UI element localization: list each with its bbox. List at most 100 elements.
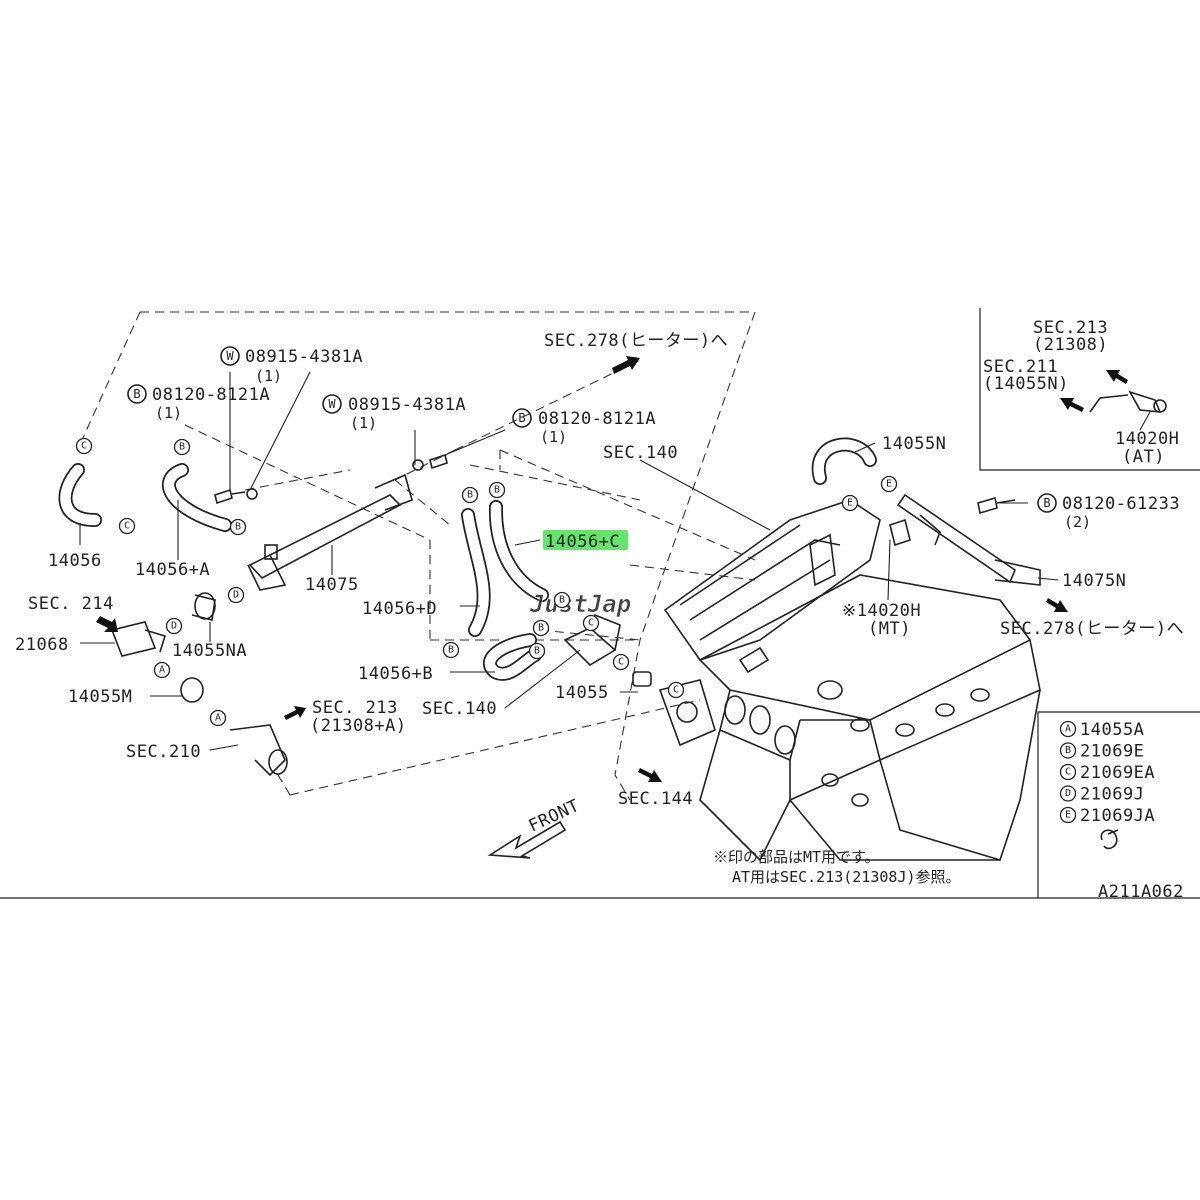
inset-sec211-sub: (14055N) xyxy=(983,374,1069,394)
label-sec213-a-sub: (21308+A) xyxy=(310,716,407,736)
clamp-marker-c: C xyxy=(667,681,685,699)
svg-text:C: C xyxy=(673,685,679,696)
letter-w-1: W xyxy=(226,349,234,363)
label-b-qty-1: (1) xyxy=(155,404,182,422)
labels: SEC.278(ヒーター)へ W 08915-4381A (1) B 08120… xyxy=(15,331,1184,902)
clamp-marker-b: B xyxy=(528,642,546,660)
label-14055: 14055 xyxy=(555,683,609,703)
clamp-marker-a: A xyxy=(209,709,227,727)
watermark: JustJap xyxy=(529,590,631,618)
diagram-id: A211A062 xyxy=(1098,882,1184,902)
svg-text:B: B xyxy=(179,442,185,453)
flow-arrows xyxy=(96,356,1128,859)
label-14055n: 14055N xyxy=(882,434,946,454)
label-w-qty-1: (1) xyxy=(255,367,282,385)
pipe-14075 xyxy=(247,473,413,591)
inset-drawing xyxy=(1089,390,1167,413)
legend-letter-d: D xyxy=(1059,785,1077,802)
inset-frame xyxy=(979,308,1200,471)
label-14075n: 14075N xyxy=(1062,571,1126,591)
highlight-14056-c xyxy=(543,530,628,550)
label-sec210: SEC.210 xyxy=(126,742,201,762)
clamp-marker-d: D xyxy=(227,586,245,604)
inset-labels: SEC.213 (21308) SEC.211 (14055N) 14020H … xyxy=(983,318,1179,467)
label-14055m: 14055M xyxy=(68,687,132,707)
label-sec144: SEC.144 xyxy=(618,789,693,809)
svg-text:E: E xyxy=(847,498,853,509)
arrow-inset-sec213 xyxy=(1106,370,1128,384)
pipe-14075n xyxy=(896,493,1041,586)
legend-letter-a: A xyxy=(1059,720,1077,738)
label-sec140-bottom: SEC.140 xyxy=(422,699,497,719)
label-w-bolt-2: 08915-4381A xyxy=(348,395,466,415)
letter-b-3: B xyxy=(1043,496,1050,510)
label-b-bolt-2: 08120-8121A xyxy=(538,409,656,429)
engine-block xyxy=(658,499,1041,862)
clamp-marker-b: B xyxy=(173,438,191,456)
label-front: FRONT xyxy=(526,796,583,837)
clamp-marker-c: C xyxy=(612,653,630,671)
label-w-qty-2: (1) xyxy=(350,414,377,432)
label-14056-d: 14056+D xyxy=(362,599,437,619)
label-14056-c: 14056+C xyxy=(545,532,620,552)
svg-text:C: C xyxy=(588,618,594,629)
clamp-marker-b: B xyxy=(532,619,550,637)
clamp-marker-b: B xyxy=(229,518,247,536)
hoses xyxy=(58,437,877,681)
label-14075: 14075 xyxy=(305,575,359,595)
label-sec213-a: SEC. 213 xyxy=(312,698,398,718)
label-14055na: 14055NA xyxy=(172,641,247,661)
inset-part-sub: (AT) xyxy=(1122,447,1165,467)
clamp-marker-b: B xyxy=(488,481,506,499)
legend-frame xyxy=(1037,711,1200,898)
label-sec278-top: SEC.278(ヒーター)へ xyxy=(544,331,728,351)
clamp-marker-c: C xyxy=(582,614,600,632)
svg-text:A: A xyxy=(215,713,221,724)
legend-part-e: 21069JA xyxy=(1080,806,1155,826)
circle-b-2 xyxy=(512,408,532,428)
circle-w-1 xyxy=(220,346,240,366)
clamp-marker-c: C xyxy=(118,517,136,535)
letter-b-2: B xyxy=(518,411,525,425)
legend-letter-c: C xyxy=(1059,763,1077,781)
label-mt: (MT) xyxy=(868,619,911,639)
letter-b-1: B xyxy=(133,387,140,401)
circle-b-1 xyxy=(127,384,147,404)
svg-text:E: E xyxy=(886,479,892,490)
clamp-marker-a: A xyxy=(153,661,171,679)
legend-part-c: 21069EA xyxy=(1080,763,1155,783)
svg-text:C: C xyxy=(1065,767,1071,778)
inset-sec211: SEC.211 xyxy=(983,357,1058,377)
note-line-1: ※印の部品はMT用です。 xyxy=(713,848,880,866)
svg-text:B: B xyxy=(467,490,473,501)
letter-w-2: W xyxy=(328,397,336,411)
svg-text:B: B xyxy=(534,646,540,657)
note-line-2: AT用はSEC.213(21308J)参照。 xyxy=(732,868,961,886)
label-b-bolt-3: 08120-61233 xyxy=(1062,494,1180,514)
circle-w-2 xyxy=(322,394,342,414)
svg-text:B: B xyxy=(559,595,565,606)
front-arrow xyxy=(487,820,567,859)
svg-text:E: E xyxy=(1065,810,1071,821)
clamp-marker-b: B xyxy=(461,486,479,504)
svg-text:C: C xyxy=(124,521,130,532)
label-14056: 14056 xyxy=(48,551,102,571)
clamp-marker-b: B xyxy=(553,591,571,609)
label-21068: 21068 xyxy=(15,635,69,655)
clamp-marker-e: E xyxy=(841,494,859,512)
clamp-marker-e: E xyxy=(880,475,898,493)
legend-part-d: 21069J xyxy=(1080,785,1144,805)
label-sec140-top: SEC.140 xyxy=(603,443,678,463)
fittings xyxy=(110,592,652,777)
inset-sec213-sub: (21308) xyxy=(1033,335,1108,355)
arrow-inset-sec211 xyxy=(1060,398,1084,412)
label-b-qty-2: (1) xyxy=(540,428,567,446)
clamp-icon xyxy=(1100,829,1119,850)
inset-sec213: SEC.213 xyxy=(1033,318,1108,338)
inset-part: 14020H xyxy=(1115,429,1179,449)
label-sec214: SEC. 214 xyxy=(28,594,114,614)
svg-text:B: B xyxy=(448,645,454,656)
